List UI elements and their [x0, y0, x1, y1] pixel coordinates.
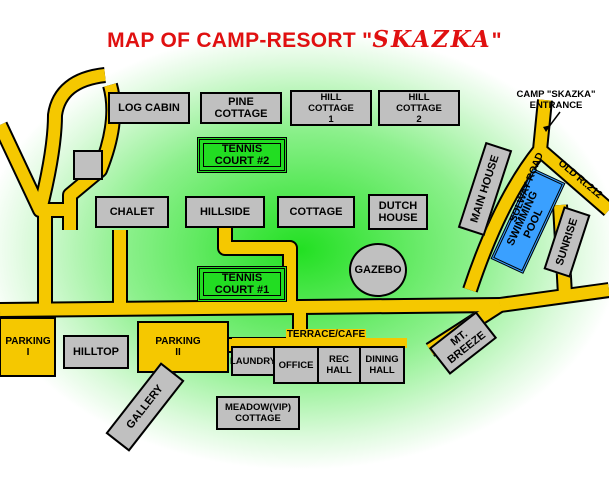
- building-hilltop[interactable]: HILLTOP: [63, 335, 129, 369]
- title-name: SKAZKA: [372, 26, 492, 53]
- building-dining-hall[interactable]: DINING HALL: [359, 346, 405, 384]
- label-gazebo: GAZEBO: [354, 264, 402, 276]
- label-rec-hall: REC HALL: [326, 354, 352, 376]
- building-pine-cottage[interactable]: PINE COTTAGE: [200, 92, 282, 124]
- terrace-area: [232, 338, 407, 348]
- parking-2-lot: [137, 321, 229, 373]
- tennis-court-1[interactable]: TENNIS COURT #1: [197, 266, 287, 302]
- building-unlabeled[interactable]: [73, 150, 103, 180]
- label-tennis-court-2: TENNIS COURT #2: [214, 143, 270, 167]
- label-hillside: HILLSIDE: [199, 206, 251, 218]
- label-pine-cottage: PINE COTTAGE: [214, 96, 268, 120]
- building-chalet[interactable]: CHALET: [95, 196, 169, 228]
- parking-1-label[interactable]: PARKING I: [5, 336, 51, 358]
- building-log-cabin[interactable]: LOG CABIN: [108, 92, 190, 124]
- label-dutch-house: DUTCH HOUSE: [378, 200, 418, 224]
- building-cottage[interactable]: COTTAGE: [277, 196, 355, 228]
- label-tennis-court-1: TENNIS COURT #1: [214, 272, 270, 296]
- building-hillside[interactable]: HILLSIDE: [185, 196, 265, 228]
- map-title: MAP OF CAMP-RESORT "SKAZKA": [0, 26, 609, 53]
- parking-2-label[interactable]: PARKING II: [155, 336, 201, 358]
- building-laundry[interactable]: LAUNDRY: [229, 346, 277, 376]
- building-hill-cottage-1[interactable]: HILL COTTAGE 1: [290, 90, 372, 126]
- building-rec-hall[interactable]: REC HALL: [317, 346, 361, 384]
- label-hill-cottage-1: HILL COTTAGE 1: [308, 91, 354, 125]
- gazebo[interactable]: GAZEBO: [349, 243, 407, 297]
- label-laundry: LAUNDRY: [229, 355, 277, 367]
- tennis-court-2[interactable]: TENNIS COURT #2: [197, 137, 287, 173]
- building-hill-cottage-2[interactable]: HILL COTTAGE 2: [378, 90, 460, 126]
- label-meadow-cottage: MEADOW(VIP) COTTAGE: [225, 402, 291, 424]
- label-log-cabin: LOG CABIN: [118, 102, 180, 114]
- entrance-arrow: [543, 125, 551, 132]
- court-1-lines: TENNIS COURT #1: [203, 272, 281, 296]
- title-prefix: MAP OF CAMP-RESORT ": [107, 29, 373, 52]
- entrance-label: CAMP "SKAZKA" ENTRANCE: [516, 89, 596, 111]
- building-meadow-cottage[interactable]: MEADOW(VIP) COTTAGE: [216, 396, 300, 430]
- label-cottage: COTTAGE: [289, 206, 343, 218]
- building-office[interactable]: OFFICE: [273, 346, 319, 384]
- label-hill-cottage-2: HILL COTTAGE 2: [396, 91, 442, 125]
- terrace-cafe-label: TERRACE/CAFE: [286, 329, 366, 340]
- label-office: OFFICE: [278, 359, 314, 371]
- label-dining-hall: DINING HALL: [365, 354, 399, 376]
- parking-1-lot: [0, 317, 56, 377]
- label-chalet: CHALET: [109, 206, 155, 218]
- building-dutch-house[interactable]: DUTCH HOUSE: [368, 194, 428, 230]
- label-hilltop: HILLTOP: [72, 346, 120, 358]
- title-suffix: ": [491, 29, 502, 52]
- court-2-lines: TENNIS COURT #2: [203, 143, 281, 167]
